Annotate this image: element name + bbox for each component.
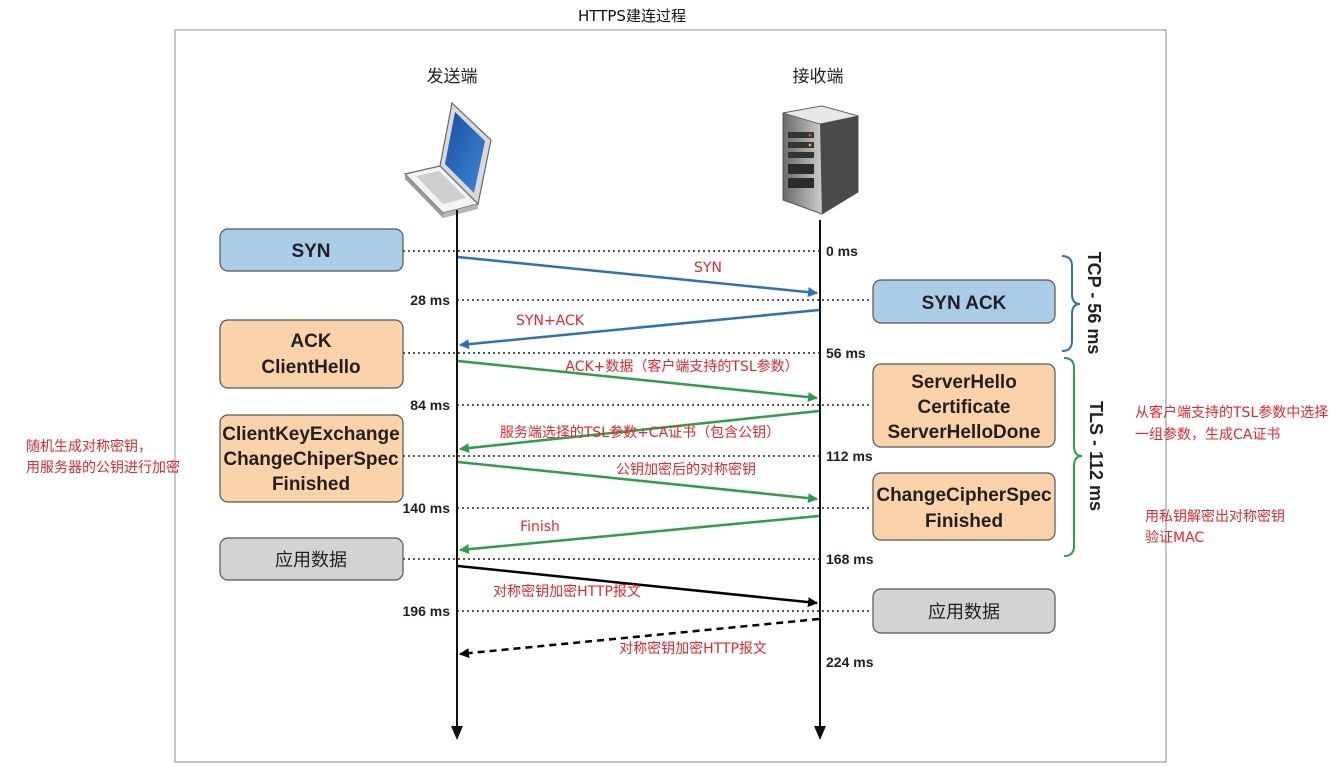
tcp-brace: [1061, 255, 1081, 352]
box-line: ServerHello: [911, 372, 1017, 393]
tls-brace-label: TLS - 112 ms: [1086, 401, 1106, 511]
time-label: 112 ms: [826, 448, 873, 464]
server-params-arrow-label: 服务端选择的TSL参数+CA证书（包含公钥）: [500, 424, 780, 441]
box-line: 应用数据: [928, 602, 1000, 623]
time-gridlines: [403, 250, 872, 612]
right-app-data-box: 应用数据: [872, 588, 1056, 634]
client-note-line: 用服务器的公钥进行加密: [26, 459, 180, 476]
time-label: 84 ms: [410, 397, 450, 413]
server-params-arrow: [459, 409, 820, 454]
http-request-arrow-label: 对称密钥加密HTTP报文: [493, 583, 641, 600]
box-line: SYN: [291, 241, 330, 262]
finish-arrow: [459, 514, 820, 555]
right-syn-ack-box: SYN ACK: [872, 279, 1056, 324]
tcp-brace-label: TCP - 56 ms: [1084, 252, 1104, 355]
syn-ack-arrow: [459, 308, 820, 350]
client-note-line: 随机生成对称密钥，: [26, 438, 152, 455]
time-label: 196 ms: [403, 603, 451, 619]
box-line: SYN ACK: [922, 293, 1007, 314]
box-line: Finished: [925, 511, 1003, 532]
box-line: 应用数据: [275, 550, 347, 571]
server-decrypt-note-line: 用私钥解密出对称密钥: [1145, 508, 1285, 525]
time-label: 168 ms: [826, 551, 874, 567]
time-label: 28 ms: [410, 292, 450, 308]
receiver-timeline-arrowhead: [814, 726, 826, 740]
box-line: ServerHelloDone: [887, 422, 1040, 443]
syn-arrow: [457, 255, 818, 298]
time-label: 0 ms: [826, 243, 858, 259]
left-key-exchange-box: ClientKeyExchange ChangeChiperSpec Finis…: [219, 414, 404, 503]
right-change-cipher-box: ChangeCipherSpec Finished: [872, 472, 1056, 541]
receiver-label: 接收端: [793, 67, 844, 87]
time-label: 56 ms: [826, 345, 866, 361]
http-response-arrow-label: 对称密钥加密HTTP报文: [619, 640, 767, 657]
encrypted-key-arrow-label: 公钥加密后的对称密钥: [616, 461, 756, 478]
laptop-icon: [403, 101, 492, 218]
syn-ack-arrow-label: SYN+ACK: [516, 313, 585, 329]
sender-label: 发送端: [427, 67, 478, 87]
box-line: ACK: [290, 331, 331, 352]
right-serverhello-box: ServerHello Certificate ServerHelloDone: [872, 363, 1056, 448]
box-line: Finished: [272, 474, 350, 495]
time-label: 224 ms: [826, 654, 874, 670]
box-line: ClientKeyExchange: [222, 424, 399, 445]
diagram-title: HTTPS建连过程: [578, 7, 686, 25]
box-line: ClientHello: [261, 357, 360, 378]
syn-arrow-label: SYN: [694, 260, 722, 276]
left-ack-clienthello-box: ACK ClientHello: [219, 319, 404, 389]
ack-data-arrow-label: ACK+数据（客户端支持的TSL参数）: [565, 358, 798, 375]
sender-timeline-arrowhead: [451, 726, 463, 740]
server-params-note-line: 一组参数，生成CA证书: [1135, 426, 1280, 443]
server-decrypt-note-line: 验证MAC: [1145, 530, 1204, 546]
encrypted-key-arrow: [457, 460, 818, 504]
left-syn-box: SYN: [219, 228, 404, 272]
server-params-note-line: 从客户端支持的TSL参数中选择: [1135, 404, 1328, 421]
diagram-frame: [174, 29, 1167, 763]
left-app-data-box: 应用数据: [219, 537, 404, 581]
finish-arrow-label: Finish: [520, 519, 560, 535]
box-line: ChangeChiperSpec: [223, 449, 399, 470]
http-request-arrow: [457, 564, 818, 608]
time-label: 140 ms: [403, 500, 451, 516]
tls-brace: [1063, 357, 1083, 557]
ack-data-arrow: [457, 359, 818, 403]
server-icon: [782, 105, 859, 215]
box-line: ChangeCipherSpec: [876, 485, 1052, 506]
box-line: Certificate: [918, 397, 1011, 418]
http-response-arrow: [459, 617, 820, 659]
